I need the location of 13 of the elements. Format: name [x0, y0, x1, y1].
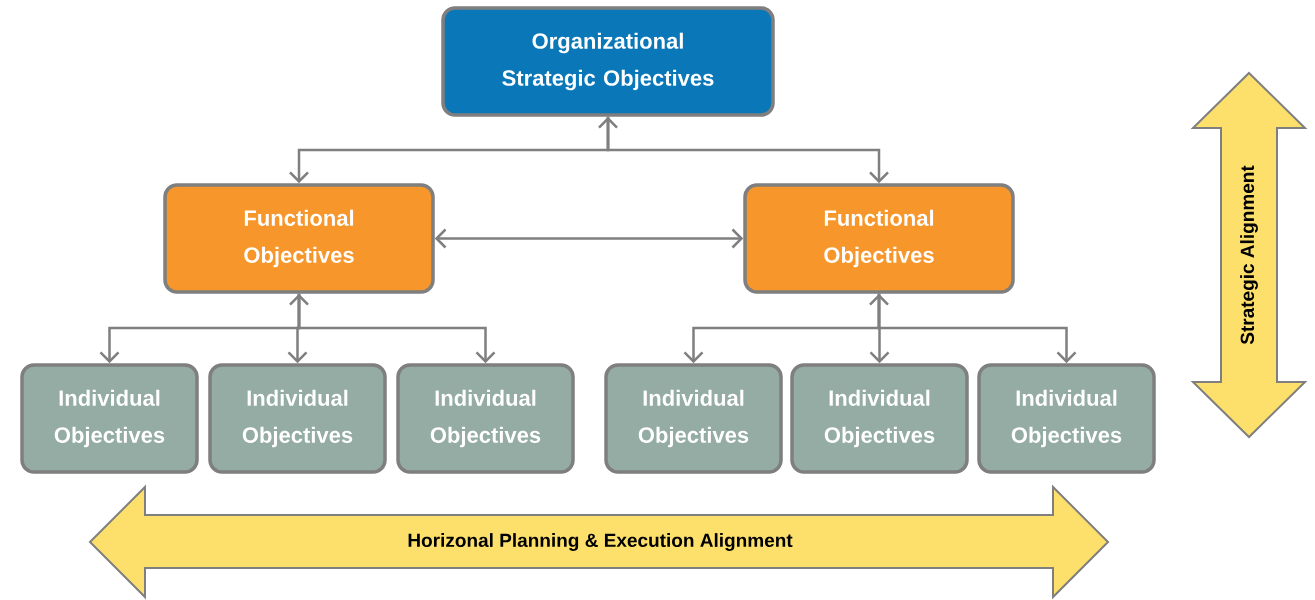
objective-box: Individual Objectives — [20, 363, 199, 474]
objective-box: Individual Objectives — [208, 363, 387, 474]
arrow — [877, 293, 1077, 364]
objective-box: Individual Objectives — [977, 363, 1156, 474]
arrow — [606, 116, 889, 184]
objective-box: Functional Objectives — [163, 183, 435, 294]
objective-box: Individual Objectives — [604, 363, 783, 474]
objective-box: Organizational Strategic Objectives — [441, 6, 775, 117]
arrow — [297, 293, 496, 364]
objective-box: Functional Objectives — [743, 183, 1015, 294]
objective-box: Individual Objectives — [396, 363, 575, 474]
arrow — [434, 228, 744, 249]
objective-box: Individual Objectives — [790, 363, 969, 474]
